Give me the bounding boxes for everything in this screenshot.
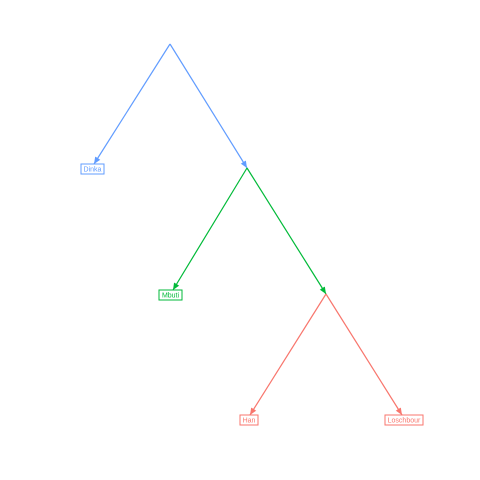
leaf-loschbour-box [384, 414, 424, 426]
leaf-mbuti: Mbuti [158, 289, 183, 301]
leaf-dinka: Dinka [80, 163, 105, 175]
node-labels: Dinka Mbuti Han Loschbour [80, 163, 424, 426]
edge-root-n1 [169, 43, 248, 169]
edge-n1-mbuti [172, 167, 248, 291]
leaf-loschbour: Loschbour [384, 414, 424, 426]
leaf-han-label: Han [243, 417, 256, 424]
leaf-mbuti-box [158, 289, 183, 301]
leaf-dinka-label: Dinka [84, 166, 102, 173]
leaf-loschbour-label: Loschbour [388, 417, 421, 424]
edge-n2-han [249, 293, 327, 416]
edge-root-dinka [93, 43, 171, 165]
edge-n1-n2 [246, 167, 327, 295]
leaf-han: Han [239, 414, 259, 426]
leaf-han-box [239, 414, 259, 426]
edges [93, 43, 403, 416]
leaf-mbuti-label: Mbuti [162, 292, 180, 299]
leaf-dinka-box [80, 163, 105, 175]
edge-n2-loschbour [325, 293, 403, 416]
